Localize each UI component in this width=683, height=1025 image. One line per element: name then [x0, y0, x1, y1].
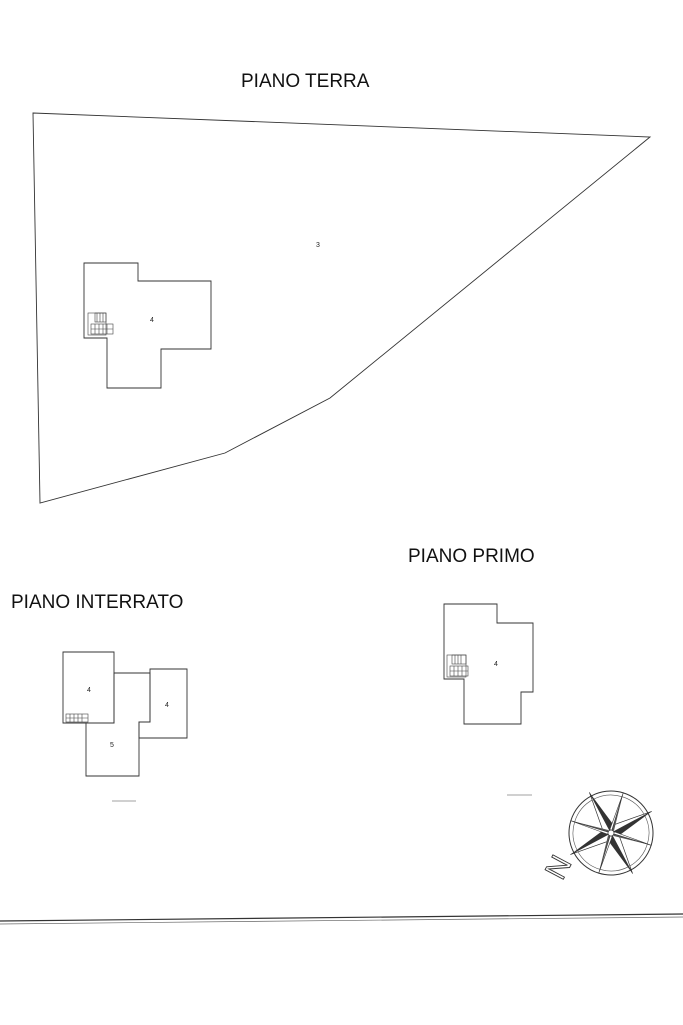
title-piano-terra: PIANO TERRA	[241, 71, 370, 92]
compass-north-letter: N	[539, 850, 578, 885]
sheet-border-bottom-line	[0, 916, 683, 925]
title-piano-primo: PIANO PRIMO	[408, 546, 535, 567]
basement-right-room	[138, 668, 188, 739]
ground-building-outline	[83, 262, 212, 389]
first-stair-icon	[446, 654, 469, 678]
title-piano-interrato: PIANO INTERRATO	[11, 592, 183, 613]
basement-stair-icon	[65, 713, 89, 723]
lot-outline	[32, 112, 652, 504]
ground-building-label: 4	[150, 317, 154, 324]
lot-label: 3	[316, 242, 320, 249]
ground-stair-icon	[87, 312, 114, 336]
basement-left-label: 4	[87, 687, 91, 694]
first-building-label: 4	[494, 661, 498, 668]
basement-right-label: 4	[165, 702, 169, 709]
first-building-outline	[443, 603, 534, 725]
basement-bottom-label: 5	[110, 742, 114, 749]
basement-bottom-room	[85, 672, 151, 777]
sheet-border-top-line	[0, 913, 683, 922]
compass-rose-icon	[568, 790, 654, 876]
